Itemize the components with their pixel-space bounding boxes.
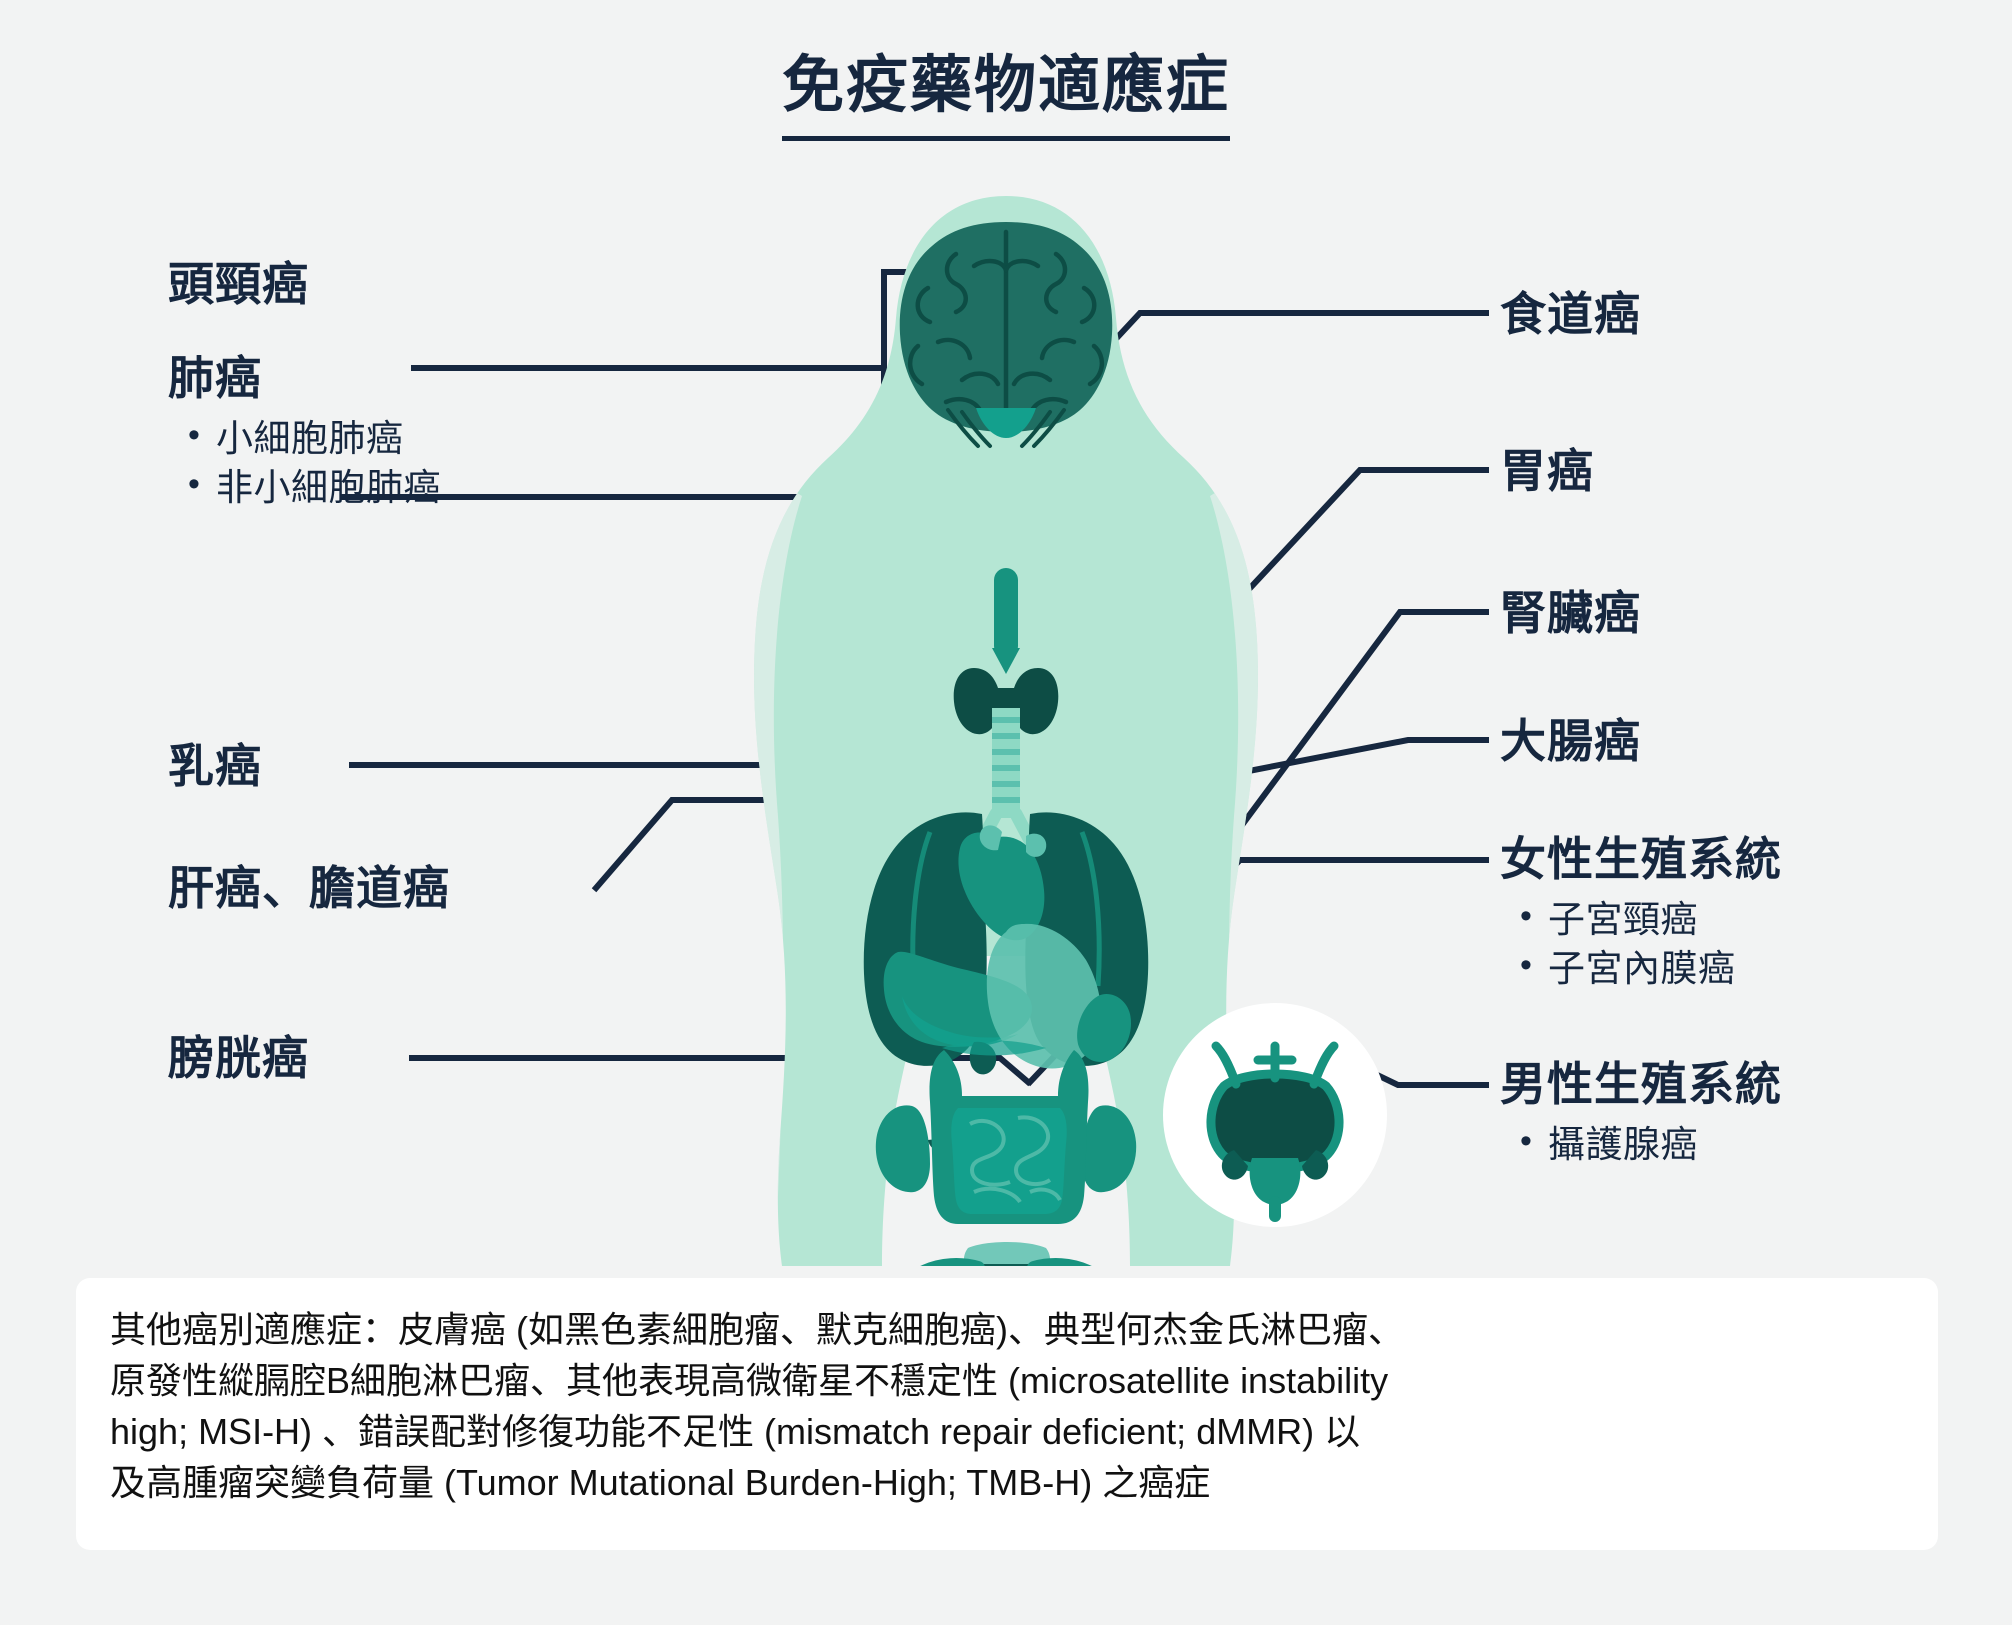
- label-female-repro-sub-0: 子宮頸癌: [1514, 894, 1782, 945]
- esophagus-organ: [992, 568, 1020, 674]
- footnote-box: 其他癌別適應症：皮膚癌 (如黑色素細胞瘤、默克細胞癌)、典型何杰金氏淋巴瘤、 原…: [76, 1278, 1938, 1550]
- footnote-line-3: high; MSI-H) 、錯誤配對修復功能不足性 (mismatch repa…: [110, 1411, 1361, 1453]
- large-intestine-organ: [929, 1050, 1089, 1224]
- prostate-urethra: [1269, 1196, 1281, 1222]
- label-esophageal-title: 食道癌: [1500, 288, 1641, 340]
- thyroid-organ: [953, 668, 1059, 735]
- label-liver-biliary[interactable]: 肝癌、膽道癌: [168, 862, 450, 915]
- uterus-organ: [920, 1258, 1092, 1266]
- anatomy-illustration: [754, 196, 1258, 1266]
- footnote-line-1: 其他癌別適應症：皮膚癌 (如黑色素細胞瘤、默克細胞癌)、典型何杰金氏淋巴瘤、: [110, 1309, 1404, 1350]
- prostate-inset-ureter-right: [1309, 1041, 1339, 1089]
- label-esophageal[interactable]: 食道癌: [1500, 288, 1641, 341]
- pancreas-organ: [942, 1040, 1046, 1056]
- label-kidney-title: 腎臟癌: [1500, 587, 1641, 639]
- label-breast-title: 乳癌: [168, 740, 262, 792]
- spleen-organ: [1077, 994, 1132, 1063]
- label-lung-title: 肺癌: [168, 352, 262, 404]
- prostate-inset-bladder: [1206, 1069, 1344, 1174]
- label-liver-biliary-title: 肝癌、膽道癌: [168, 862, 450, 914]
- page-title: 免疫藥物適應症: [781, 51, 1230, 142]
- label-female-repro-sublist: 子宮頸癌 子宮內膜癌: [1500, 894, 1782, 994]
- label-female-repro[interactable]: 女性生殖系統 子宮頸癌 子宮內膜癌: [1500, 833, 1782, 994]
- prostate-gland: [1249, 1158, 1301, 1205]
- footnote-line-2: 原發性縱膈腔B細胞淋巴瘤、其他表現高微衛星不穩定性 (microsatellit…: [110, 1360, 1389, 1402]
- label-gastric[interactable]: 胃癌: [1500, 445, 1594, 498]
- label-male-repro-sublist: 攝護腺癌: [1500, 1119, 1782, 1170]
- bladder-organ: [963, 1242, 1051, 1266]
- label-head-neck[interactable]: 頭頸癌: [168, 258, 309, 311]
- label-male-repro-title: 男性生殖系統: [1500, 1058, 1782, 1110]
- page-title-container: 免疫藥物適應症: [0, 51, 2012, 142]
- footnote-line-4: 及高腫瘤突變負荷量 (Tumor Mutational Burden-High;…: [110, 1462, 1211, 1504]
- label-head-neck-title: 頭頸癌: [168, 258, 309, 310]
- heart-organ: [958, 825, 1047, 941]
- label-kidney[interactable]: 腎臟癌: [1500, 587, 1641, 640]
- label-colorectal-title: 大腸癌: [1500, 715, 1641, 767]
- label-male-repro[interactable]: 男性生殖系統 攝護腺癌: [1500, 1058, 1782, 1170]
- label-female-repro-sub-1: 子宮內膜癌: [1514, 943, 1782, 994]
- label-gastric-title: 胃癌: [1500, 445, 1594, 497]
- label-bladder-title: 膀胱癌: [168, 1032, 309, 1084]
- label-bladder[interactable]: 膀胱癌: [168, 1032, 309, 1085]
- small-intestine-organ: [969, 1115, 1062, 1204]
- brain-organ: [899, 222, 1113, 448]
- prostate-inset-ureter-left: [1211, 1041, 1241, 1089]
- label-lung[interactable]: 肺癌 小細胞肺癌 非小細胞肺癌: [168, 352, 441, 513]
- stomach-organ: [986, 923, 1101, 1069]
- label-lung-sublist: 小細胞肺癌 非小細胞肺癌: [168, 413, 441, 513]
- label-male-repro-sub-0: 攝護腺癌: [1514, 1119, 1782, 1170]
- label-lung-sub-0: 小細胞肺癌: [182, 413, 441, 464]
- label-lung-sub-1: 非小細胞肺癌: [182, 462, 441, 513]
- label-female-repro-title: 女性生殖系統: [1500, 833, 1782, 885]
- label-breast[interactable]: 乳癌: [168, 740, 262, 793]
- prostate-inset-illustration: [1163, 1003, 1387, 1227]
- label-colorectal[interactable]: 大腸癌: [1500, 715, 1641, 768]
